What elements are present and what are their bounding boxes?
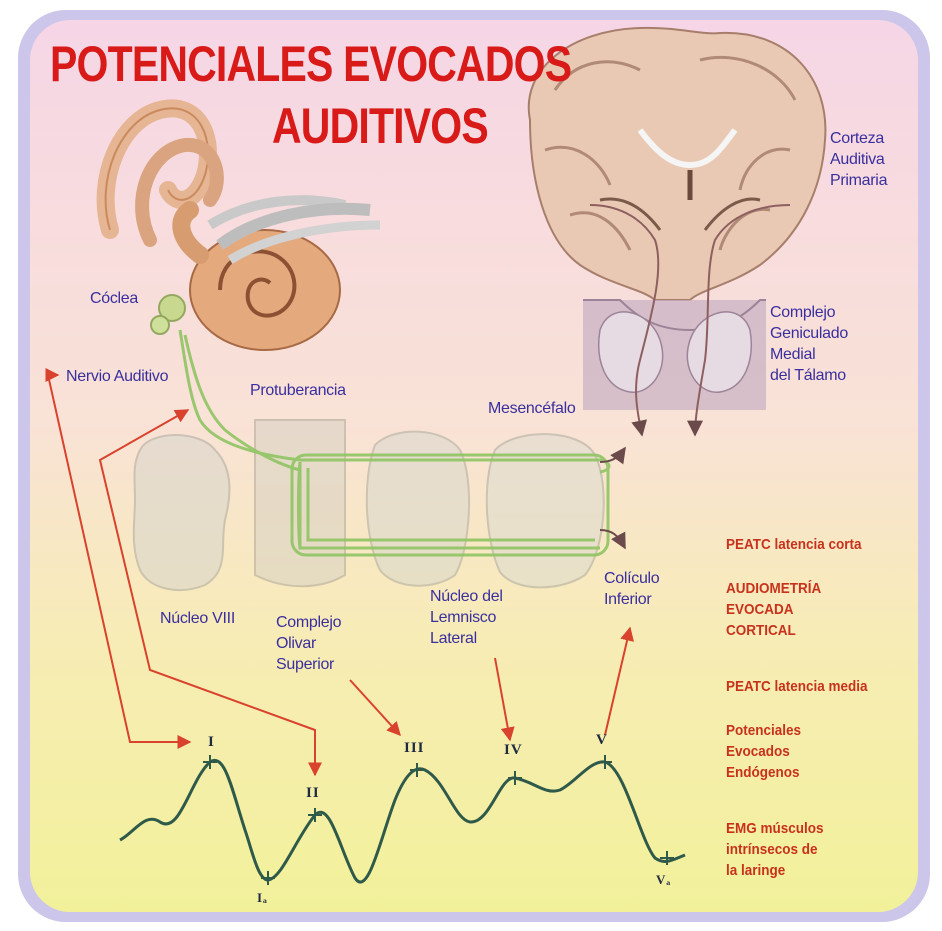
label-corteza-auditiva: Corteza Auditiva Primaria	[830, 128, 887, 191]
wave-label-v: V	[596, 732, 608, 748]
poster-title-line1: POTENCIALES EVOCADOS	[50, 38, 571, 90]
legend-audiometria-cortical: AUDIOMETRÍA EVOCADA CORTICAL	[726, 578, 821, 641]
label-complejo-geniculado: Complejo Geniculado Medial del Tálamo	[770, 302, 848, 386]
label-complejo-olivar: Complejo Olivar Superior	[276, 612, 341, 675]
wave-label-iii: III	[404, 740, 425, 756]
legend-peatc-media: PEATC latencia media	[726, 676, 868, 697]
poster-title-line2: AUDITIVOS	[272, 100, 488, 152]
label-nucleo-viii: Núcleo VIII	[160, 608, 235, 629]
wave-label-ia: Iₐ	[257, 890, 268, 906]
wave-label-iv: IV	[504, 742, 523, 758]
label-nervio-auditivo: Nervio Auditivo	[66, 366, 168, 387]
wave-label-ii: II	[306, 785, 320, 801]
label-protuberancia: Protuberancia	[250, 380, 346, 401]
legend-potenciales-endogenos: Potenciales Evocados Endógenos	[726, 720, 801, 783]
label-mesencefalo: Mesencéfalo	[488, 398, 575, 419]
wave-label-va: Vₐ	[656, 872, 671, 888]
legend-emg-laringe: EMG músculos intrínsecos de la laringe	[726, 818, 824, 881]
wave-label-i: I	[208, 734, 215, 750]
label-lemnisco-lateral: Núcleo del Lemnisco Lateral	[430, 586, 503, 649]
label-coliculo-inferior: Colículo Inferior	[604, 568, 659, 610]
thalamus-section-illustration	[583, 300, 766, 410]
legend-peatc-corta: PEATC latencia corta	[726, 534, 862, 555]
label-coclea: Cóclea	[90, 288, 138, 309]
